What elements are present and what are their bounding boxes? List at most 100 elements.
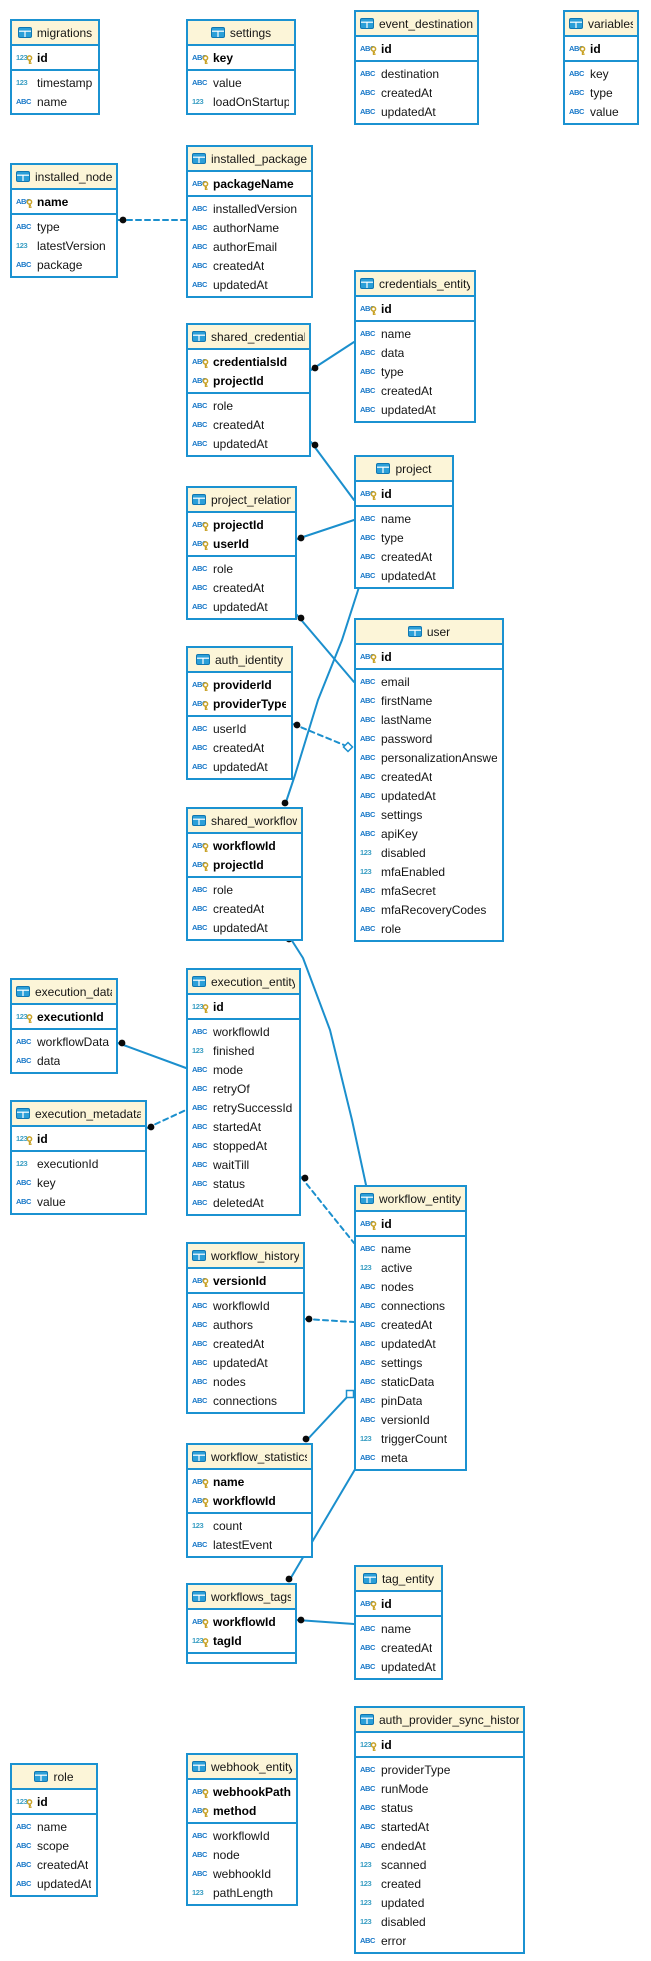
table-header[interactable]: project_relation [188,488,295,513]
table-header[interactable]: settings [188,21,294,46]
relationship-workflows_tags-workflow_entity[interactable] [288,1465,358,1582]
table-header[interactable]: workflows_tags [188,1585,295,1610]
relationship-execution_entity-workflow_entity[interactable] [300,1176,355,1244]
table-header[interactable]: workflow_statistics [188,1445,311,1470]
relationship-auth_identity-user[interactable] [292,723,345,746]
relationship-shared_workflow-workflow_entity[interactable] [288,935,367,1186]
relationship-workflow_statistics-workflow_entity[interactable] [305,1395,349,1442]
table-header[interactable]: auth_provider_sync_history [356,1708,523,1733]
table-header[interactable]: event_destinations [356,12,477,37]
table-header[interactable]: project [356,457,452,482]
table-header[interactable]: shared_credentials [188,325,309,350]
table-header[interactable]: auth_identity [188,648,291,673]
table-header[interactable]: user [356,620,502,645]
table-header[interactable]: variables [565,12,637,37]
table-header[interactable]: execution_metadata [12,1102,145,1127]
table-header[interactable]: migrations [12,21,98,46]
table-header[interactable]: tag_entity [356,1567,441,1592]
relationship-workflow_history-workflow_entity[interactable] [304,1318,355,1323]
relationship-workflows_tags-tag_entity[interactable] [296,1619,355,1625]
table-header[interactable]: installed_nodes [12,165,116,190]
relationship-execution_metadata-execution_entity[interactable] [146,1109,187,1129]
